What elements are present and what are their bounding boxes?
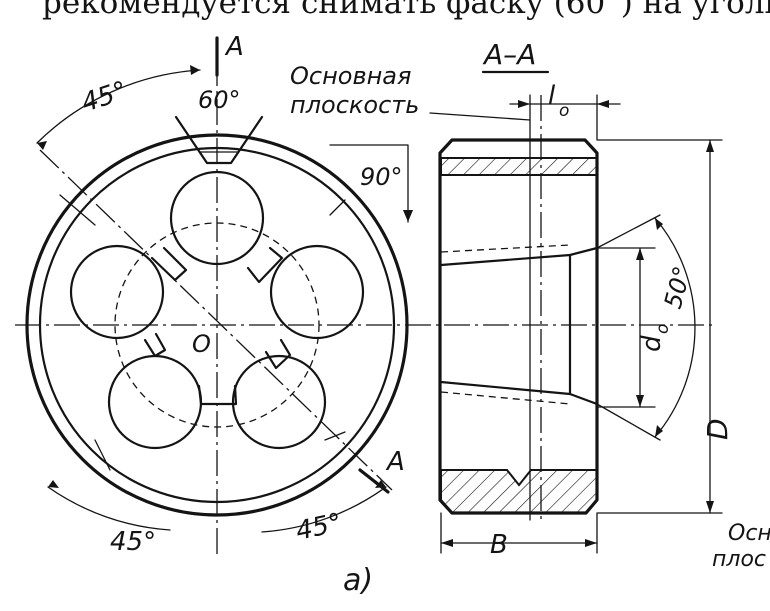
flute-left	[69, 244, 165, 340]
bore-lower	[439, 380, 599, 406]
cut-right-label-1: Осн	[728, 521, 770, 546]
section-mark-bottom-stroke	[358, 468, 390, 494]
arrow-90	[403, 210, 413, 222]
chamfer-ext-top	[596, 214, 661, 249]
arrow-45-top-b	[190, 65, 200, 75]
arrow-d0-b	[636, 395, 644, 407]
hatch-top	[440, 157, 598, 176]
arrow-D-b	[706, 501, 714, 513]
bore-upper-dash	[440, 244, 571, 253]
flutes	[69, 170, 365, 450]
arrow-45-bl	[48, 480, 59, 488]
angle-arc-50	[654, 217, 696, 438]
arrow-d0-a	[636, 248, 644, 260]
section-mark-bottom: A	[385, 447, 405, 477]
ext-45-top	[59, 194, 96, 226]
angle-45-br-label: 45°	[293, 508, 344, 547]
cutting-edge-4	[197, 384, 238, 406]
arrow-50-b	[655, 425, 663, 437]
hatch-bottom	[440, 469, 598, 514]
cut-right-label-2: плос	[712, 547, 766, 572]
center-label: O	[192, 330, 211, 358]
arrow-l0-b	[597, 100, 609, 108]
base-plane-label: Основная	[290, 62, 411, 90]
angle-50-label: 50°	[659, 263, 697, 311]
dim-d0-sub: o	[653, 324, 673, 334]
chamfer-ext-bot	[596, 403, 661, 441]
angle-45-top-label: 45°	[78, 76, 131, 119]
arrow-50-a	[655, 218, 663, 230]
angle-60-label: 60°	[198, 86, 241, 114]
ext-45-bl	[94, 439, 111, 471]
dim-B-label: B	[490, 530, 508, 560]
cutting-edge-2	[246, 246, 284, 284]
arrow-l0-a	[518, 100, 530, 108]
base-plane-leader	[429, 112, 531, 121]
dim-d0-label: d	[637, 335, 667, 352]
section-view	[429, 70, 723, 554]
section-line	[39, 149, 393, 491]
angle-arc-top	[36, 69, 201, 144]
cutting-edge-3	[264, 338, 292, 370]
angle-arc-br	[261, 486, 387, 533]
arrow-D-a	[706, 140, 714, 152]
flute-top	[169, 170, 265, 266]
angle-45-bl-label: 45°	[110, 527, 156, 557]
cutting-edge-5	[143, 332, 167, 358]
figure-label: а)	[343, 563, 373, 598]
angle-90-label: 90°	[360, 163, 403, 191]
ext-45-br	[324, 431, 346, 441]
arrow-45-br	[375, 480, 386, 488]
dim-l0-label: l	[548, 81, 556, 111]
dim-90-lines	[329, 144, 409, 223]
front-view	[15, 36, 712, 555]
bore-lower-dash	[440, 391, 571, 405]
angle-arc-bl	[47, 486, 171, 531]
flute-bottom-right	[231, 354, 327, 450]
section-title: A–A	[482, 38, 536, 71]
section-mark-top: A	[224, 32, 244, 62]
v-notch	[174, 115, 264, 165]
dim-D-label: D	[701, 418, 734, 440]
ext-90	[329, 199, 346, 216]
caption-top: рекомендуется снимать фаску (60°) на уго…	[42, 0, 770, 21]
arrow-45-top-a	[37, 141, 47, 150]
arrow-B-b	[585, 539, 597, 547]
arrow-B-a	[441, 539, 453, 547]
flute-bottom-left	[107, 354, 203, 450]
section-outline	[438, 138, 599, 515]
base-plane-label-2: плоскость	[290, 91, 419, 119]
dim-l0-sub: o	[559, 101, 569, 121]
cutting-edge-1	[150, 246, 188, 282]
bore-upper	[439, 246, 599, 267]
flute-right	[269, 244, 365, 340]
